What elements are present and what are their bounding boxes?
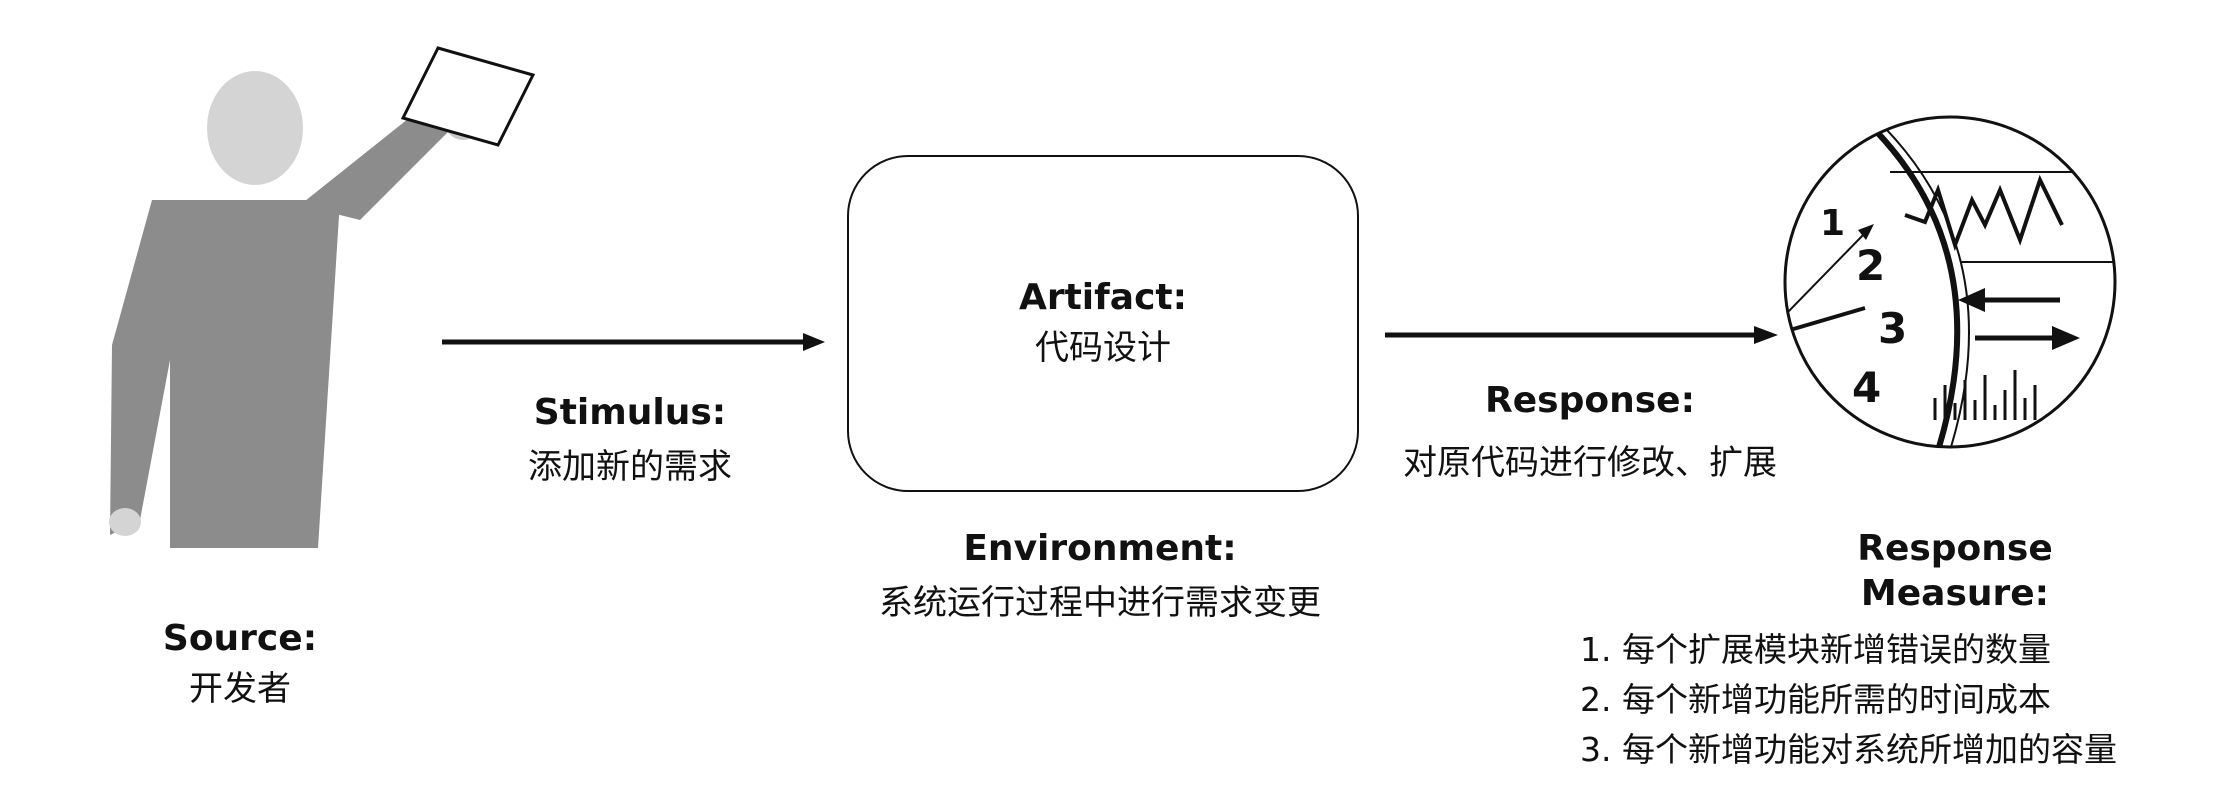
artifact-box [847, 155, 1359, 492]
gauge-number: 1 [1820, 203, 1845, 244]
response-arrow [1385, 326, 1778, 344]
response-value: 对原代码进行修改、扩展 [1403, 443, 1777, 483]
response-measure-item: 2. 每个新增功能所需的时间成本 [1580, 680, 2051, 719]
source-value: 开发者 [189, 669, 291, 709]
environment-block: Environment: 系统运行过程中进行需求变更 [820, 528, 1380, 624]
artifact-value: 代码设计 [1035, 328, 1171, 368]
environment-value: 系统运行过程中进行需求变更 [879, 583, 1321, 623]
response-measure-item: 1. 每个扩展模块新增错误的数量 [1580, 630, 2051, 669]
source-label: Source: [162, 618, 318, 659]
stimulus-arrow [442, 333, 825, 351]
stimulus-value: 添加新的需求 [528, 447, 732, 487]
artifact-block: Artifact: 代码设计 [923, 277, 1283, 369]
response-measure-label-line2: Measure: [1860, 573, 2050, 614]
response-measure-item: 3. 每个新增功能对系统所增加的容量 [1580, 730, 2117, 769]
response-label: Response: [1485, 380, 1695, 421]
developer-figure-icon [109, 46, 536, 548]
measurement-gauge-icon: 1 2 3 4 [1783, 115, 2117, 449]
stimulus-block: Stimulus: 添加新的需求 [490, 392, 770, 488]
response-measure-label-line1: Response [1857, 528, 2053, 569]
gauge-number: 2 [1856, 241, 1885, 290]
gauge-number: 4 [1852, 363, 1881, 412]
stimulus-label: Stimulus: [533, 392, 727, 433]
response-measure-heading: Response Measure: [1790, 528, 2120, 614]
environment-label: Environment: [963, 528, 1237, 569]
source-block: Source: 开发者 [140, 618, 340, 710]
response-block: Response: 对原代码进行修改、扩展 [1360, 380, 1820, 484]
artifact-label: Artifact: [1018, 277, 1188, 318]
gauge-number: 3 [1878, 304, 1907, 353]
response-measure-list: 1. 每个扩展模块新增错误的数量 2. 每个新增功能所需的时间成本 3. 每个新… [1580, 625, 2117, 775]
